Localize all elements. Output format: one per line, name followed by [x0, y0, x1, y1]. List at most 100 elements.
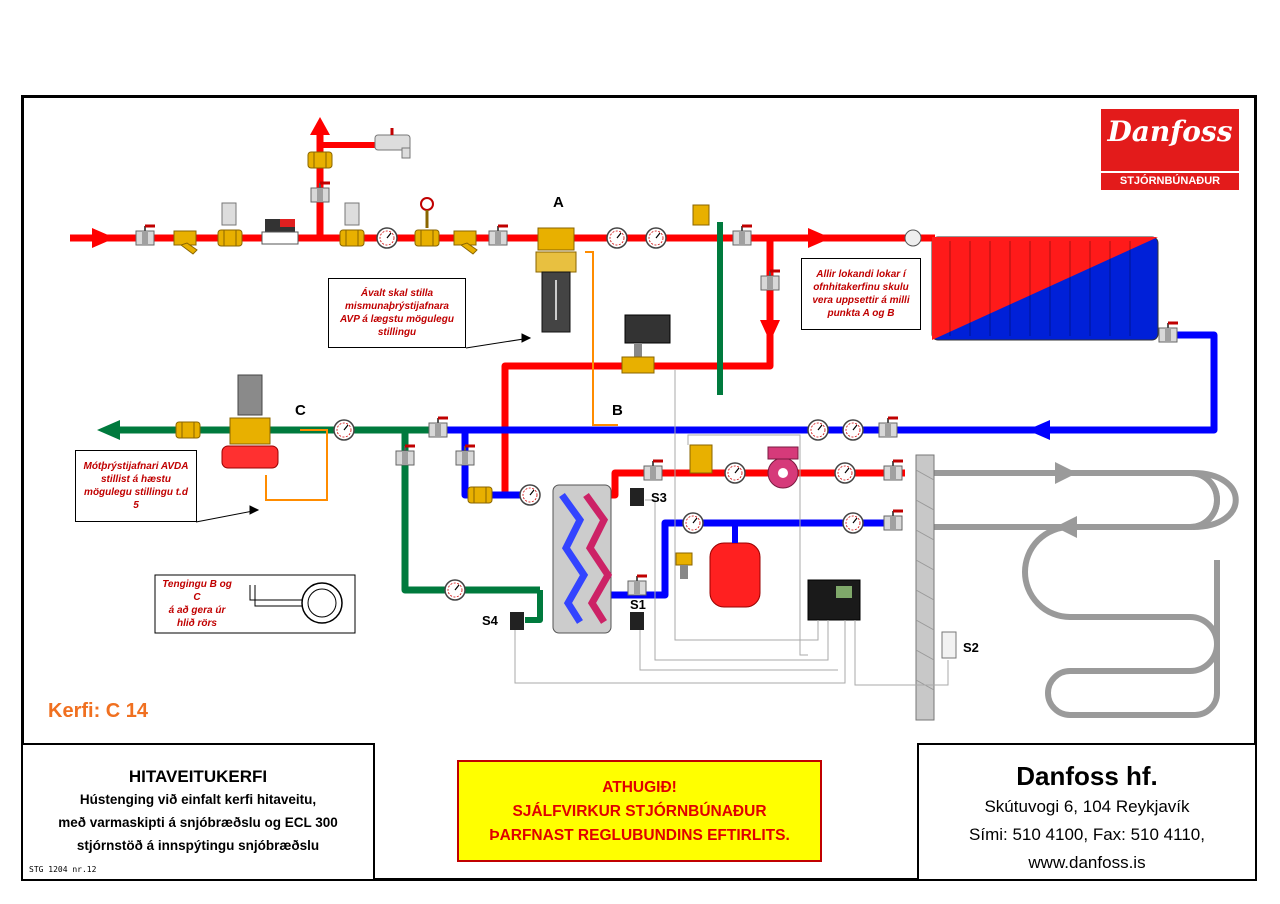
- connection-note: Tengingu B og C á að gera úr hlið rörs: [162, 579, 232, 629]
- district-return-arrow: [97, 420, 120, 440]
- pressure-gauge: [519, 484, 541, 506]
- pressure-gauge: [444, 579, 466, 601]
- sensor-s2-body: [941, 631, 957, 659]
- avp-controller: [535, 227, 577, 333]
- sensor-s3-label: S3: [651, 490, 667, 505]
- signal-lines: [265, 251, 618, 501]
- ball-valve: [309, 181, 332, 204]
- sensor-s1-label: S1: [630, 597, 646, 612]
- connection-detail: [154, 574, 356, 634]
- logo-subtitle: STJÓRNBÚNAÐUR: [1101, 171, 1239, 190]
- water-tap: [374, 128, 411, 159]
- pressure-gauge: [842, 512, 864, 534]
- document-reference: STG 1204 nr.12: [29, 865, 97, 874]
- avda-controller: [221, 374, 279, 469]
- company-address: Skútuvogi 6, 104 Reykjavík: [984, 797, 1190, 816]
- system-label: Kerfi: C 14: [48, 700, 149, 722]
- brass-fitting: [307, 151, 333, 169]
- leader-lines: [195, 333, 532, 523]
- pressure-gauge: [606, 227, 628, 249]
- circulation-pump: [767, 446, 799, 489]
- snowmelt-arrow-out: [1055, 462, 1077, 484]
- point-a-label: A: [553, 194, 564, 211]
- pressure-gauge: [333, 419, 355, 441]
- title-block-title: HITAVEITUKERFI: [128, 767, 268, 786]
- title-block: HITAVEITUKERFI Hústenging við einfalt ke…: [21, 743, 375, 881]
- warning-line: SJÁLFVIRKUR STJÓRNBÚNAÐUR: [512, 803, 767, 820]
- warning-line: ÞARFNAST REGLUBUNDINS EFTIRLITS.: [489, 827, 790, 844]
- company-phone: Sími: 510 4100, Fax: 510 4110,: [969, 825, 1205, 844]
- point-c-label: C: [295, 402, 306, 419]
- brass-fitting: [175, 421, 201, 439]
- wall-hatch: [915, 469, 935, 691]
- flow-meter: [221, 202, 237, 226]
- ball-valve: [731, 224, 754, 247]
- pressure-gauge: [724, 462, 746, 484]
- snowmelt-loop: [933, 470, 1239, 718]
- logo-wordmark: Danfoss: [1107, 115, 1233, 148]
- pressure-gauge: [834, 462, 856, 484]
- sensor-s1-body: [630, 612, 644, 630]
- heat-meter: [261, 219, 299, 245]
- tap-arrow: [310, 117, 330, 135]
- brass-fitting: [414, 229, 440, 247]
- company-block: Danfoss hf. Skútuvogi 6, 104 Reykjavík S…: [917, 743, 1257, 881]
- point-b-label: B: [612, 402, 623, 419]
- ball-valve: [642, 459, 665, 482]
- ball-valve: [134, 224, 157, 247]
- warning-line: ATHUGIÐ!: [602, 779, 677, 796]
- ball-valve: [882, 459, 905, 482]
- district-return-pipes: [120, 222, 723, 623]
- wall: [915, 454, 935, 721]
- radiator-valve-note: Allir lokandi lokar í ofnhitakerfinu sku…: [801, 258, 921, 330]
- supply-arrow-in: [92, 228, 115, 248]
- ball-valve: [882, 509, 905, 532]
- brass-fitting: [217, 229, 243, 247]
- expansion-tank: [709, 542, 761, 608]
- title-block-line: Hústenging við einfalt kerfi hitaveitu,: [79, 792, 317, 807]
- snowmelt-arrow-in: [1055, 516, 1077, 538]
- balancing-valve: [420, 197, 434, 228]
- avda-note: Mótþrýstijafnari AVDA stillist á hæstu m…: [75, 450, 197, 522]
- danfoss-logo: Danfoss STJÓRNBÚNAÐUR: [1101, 109, 1239, 190]
- pressure-gauge: [842, 419, 864, 441]
- strainer: [173, 230, 198, 255]
- ball-valve: [626, 574, 649, 597]
- avp-note: Ávalt skal stilla mismunaþrýstijafnara A…: [328, 278, 466, 348]
- pressure-gauge: [376, 227, 398, 249]
- ball-valve: [759, 269, 782, 292]
- brass-fitting: [339, 229, 365, 247]
- flow-meter: [344, 202, 360, 226]
- motorized-valve: [621, 314, 671, 374]
- sensor-s4-label: S4: [482, 613, 498, 628]
- radiator-thermostat: [904, 229, 922, 247]
- diagram-frame: [21, 95, 1257, 881]
- return-arrow: [1027, 420, 1050, 440]
- strainer: [453, 230, 478, 255]
- ball-valve: [394, 444, 417, 467]
- pressure-gauge: [645, 227, 667, 249]
- ball-valve: [1157, 321, 1180, 344]
- sensor-s2-label: S2: [963, 640, 979, 655]
- company-name: Danfoss hf.: [1016, 761, 1158, 791]
- ball-valve: [454, 444, 477, 467]
- company-web: www.danfoss.is: [1028, 853, 1146, 872]
- air-vent: [689, 204, 713, 474]
- supply-arrow-out: [808, 228, 831, 248]
- sensor-wires: [514, 370, 949, 686]
- pressure-gauge: [682, 512, 704, 534]
- ball-valve: [487, 224, 510, 247]
- ball-valve: [427, 416, 450, 439]
- sensor-s3-body: [630, 488, 644, 506]
- title-block-line: með varmaskipti á snjóbræðslu og ECL 300: [58, 815, 338, 830]
- brass-fitting: [467, 486, 493, 504]
- ball-valve: [877, 416, 900, 439]
- down-arrow: [760, 320, 780, 342]
- sensor-s4-body: [510, 612, 524, 630]
- title-block-line: stjórnstöð á innspýtingu snjóbræðslu: [76, 838, 320, 853]
- ecl-controller: [807, 579, 861, 621]
- heat-exchanger: [552, 484, 613, 634]
- pressure-gauge: [807, 419, 829, 441]
- radiator: [931, 236, 1159, 341]
